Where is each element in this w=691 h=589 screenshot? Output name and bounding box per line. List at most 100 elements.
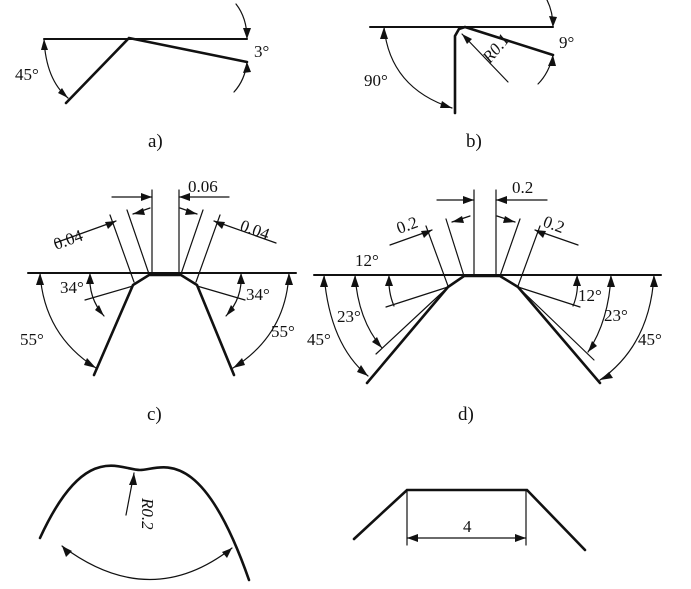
fig-f-arrowhead — [515, 534, 526, 542]
figure-c: 0.06 0.04 0.04 34° 34° 55° 55° c) — [20, 177, 297, 425]
fig-c-angle-arc-55-left — [39, 272, 97, 369]
fig-a-angle-45-label: 45° — [15, 65, 39, 84]
fig-d-auxiliary-line — [517, 286, 581, 308]
figure-d: 0.2 0.2 0.2 12° 12° 23° 23° 45° 45° d) — [307, 178, 662, 425]
fig-c-dimension-line — [213, 220, 277, 244]
fig-d-arrowhead — [320, 275, 328, 287]
fig-d-arrowhead — [372, 337, 382, 348]
fig-d-angle-12-right-label: 12° — [578, 286, 602, 305]
fig-f-profile — [352, 488, 587, 552]
fig-d-extension-line — [445, 218, 465, 277]
fig-d-profile — [365, 274, 602, 385]
fig-d-arrowhead — [463, 196, 474, 204]
fig-c-angle-55-left-label: 55° — [20, 330, 44, 349]
fig-d-angle-45-right-label: 45° — [638, 330, 662, 349]
fig-d-extension-line — [517, 225, 541, 287]
fig-d-auxiliary-line — [385, 286, 449, 308]
caption-c: c) — [147, 404, 162, 425]
fig-c-arrowhead — [133, 208, 145, 215]
fig-c-arrowhead — [185, 208, 197, 215]
fig-c-angle-55-right-label: 55° — [271, 322, 295, 341]
fig-d-arrowhead — [600, 372, 613, 380]
fig-a-arrowhead — [58, 88, 68, 98]
fig-a-arrowhead — [243, 28, 251, 39]
fig-d-arrowhead — [588, 341, 597, 352]
fig-d-arrowhead — [607, 275, 615, 287]
fig-d-arrowhead — [503, 216, 515, 223]
fig-a-angle-arc-45 — [43, 38, 69, 99]
caption-a: a) — [148, 131, 163, 152]
fig-b-angle-arc-90 — [383, 26, 453, 109]
fig-c-angle-34-right-label: 34° — [246, 285, 270, 304]
fig-b-arrowhead — [462, 34, 472, 44]
fig-d-top-width-label: 0.2 — [512, 178, 533, 197]
fig-c-top-width-label: 0.06 — [188, 177, 218, 196]
fig-b-radius-label: R0.1 — [478, 30, 514, 67]
fig-c-auxiliary-line — [84, 285, 134, 301]
fig-a-angle-arc-3-bottom — [233, 61, 248, 93]
fig-d-angle-12-left-label: 12° — [355, 251, 379, 270]
fig-b-arrowhead — [440, 101, 452, 108]
figure-a: 45° 3° a) — [15, 3, 269, 152]
fig-c-arrowhead — [285, 273, 293, 285]
fig-a-profile — [64, 36, 249, 105]
fig-c-angle-34-left-label: 34° — [60, 278, 84, 297]
fig-a-arrowhead — [41, 39, 48, 50]
fig-c-angle-arc-55-right — [232, 272, 290, 369]
fig-c-extension-line — [180, 209, 204, 275]
fig-e-profile — [38, 464, 251, 582]
fig-d-arrowhead — [357, 365, 368, 376]
fig-d-angle-23-left-label: 23° — [337, 307, 361, 326]
fig-d-arrowhead — [452, 216, 464, 223]
fig-c-arrowhead — [105, 221, 116, 229]
fig-c-extension-line — [195, 214, 221, 283]
fig-f-width-label: 4 — [463, 517, 472, 536]
fig-d-arrowhead — [535, 230, 546, 238]
fig-d-arrowhead — [351, 275, 359, 287]
fig-d-extension-line — [499, 218, 521, 277]
fig-c-extension-line — [126, 209, 150, 275]
fig-d-angle-45-left-label: 45° — [307, 330, 331, 349]
fig-b-arrowhead — [548, 55, 556, 66]
fig-e-angle-arc — [61, 545, 233, 581]
fig-c-auxiliary-line — [196, 285, 246, 301]
fig-d-arrowhead — [385, 275, 393, 286]
fig-c-dimension-line — [54, 220, 117, 244]
fig-b-profile — [453, 25, 555, 115]
fig-a-angle-3-label: 3° — [254, 42, 269, 61]
fig-c-arrowhead — [237, 273, 245, 284]
fig-e-radius-label: R0.2 — [138, 497, 157, 530]
fig-d-arrowhead — [496, 196, 507, 204]
fig-e-arrowhead — [129, 473, 137, 485]
figure-f: 4 — [352, 488, 587, 552]
fig-d-arrowhead — [650, 275, 658, 287]
fig-c-arrowhead — [95, 305, 104, 316]
caption-b: b) — [466, 131, 482, 152]
fig-e-arrowhead — [222, 548, 232, 558]
fig-b-arrowhead — [380, 27, 388, 39]
caption-d: d) — [458, 404, 474, 425]
fig-c-extension-line — [109, 214, 135, 283]
fig-c-profile — [92, 273, 236, 377]
fig-c-arrowhead — [233, 358, 245, 368]
fig-c-arrowhead — [179, 193, 190, 201]
figure-e: R0.2 — [38, 464, 251, 582]
fig-a-arrowhead — [243, 62, 251, 73]
fig-f-arrowhead — [407, 534, 418, 542]
fig-b-angle-90-label: 90° — [364, 71, 388, 90]
fig-c-arrowhead — [86, 273, 94, 284]
fig-c-arrowhead — [36, 273, 44, 285]
figure-b: 90° 9° R0.1 b) — [364, 0, 574, 152]
fig-b-arrowhead — [549, 16, 557, 27]
fig-e-arrowhead — [62, 546, 72, 557]
fig-d-chamfer-left-label: 0.2 — [394, 213, 420, 238]
fig-d-angle-23-right-label: 23° — [604, 306, 628, 325]
fig-d-auxiliary-line — [517, 286, 595, 361]
fig-c-arrowhead — [141, 193, 152, 201]
fig-d-extension-line — [425, 225, 449, 287]
fig-b-radius-leader — [461, 33, 509, 83]
fig-c-arrowhead — [84, 358, 96, 368]
fig-b-angle-arc-9-bottom — [537, 54, 554, 85]
fig-b-angle-9-label: 9° — [559, 33, 574, 52]
